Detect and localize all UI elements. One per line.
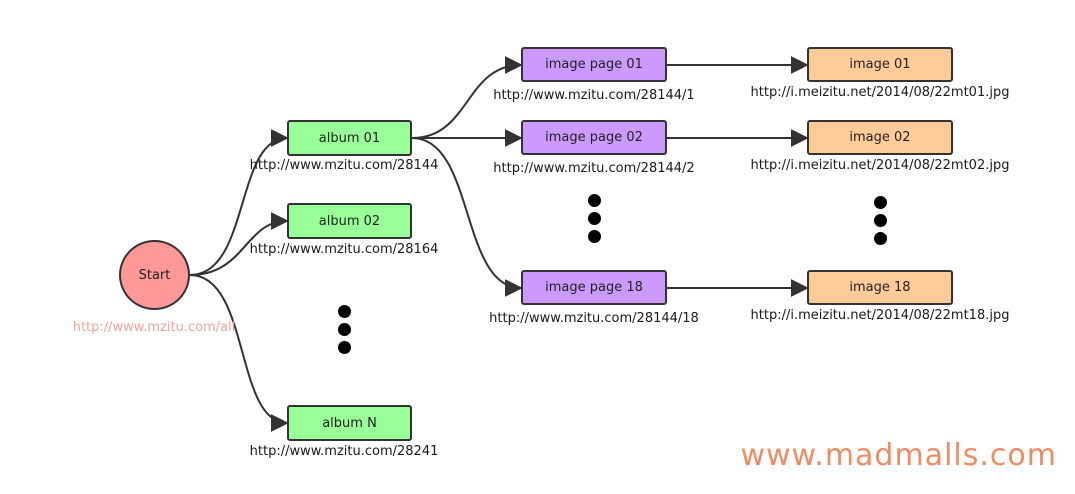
image-node-01: image 01 [807,47,953,82]
image-url: http://i.meizitu.net/2014/08/22mt02.jpg [750,158,1010,173]
image-label: image 02 [849,130,911,145]
image-node-02: image 02 [807,120,953,155]
image-page-label: image page 02 [545,130,643,145]
start-url: http://www.mzitu.com/all [72,320,236,335]
album-url: http://www.mzitu.com/28144 [249,158,439,173]
album-node-02: album 02 [287,203,412,239]
image-url: http://i.meizitu.net/2014/08/22mt18.jpg [750,308,1010,323]
ellipsis-dot [588,212,601,225]
image-page-label: image page 01 [545,57,643,72]
album-label: album N [322,415,377,431]
image-page-node-02: image page 02 [521,120,667,155]
ellipsis-dot [338,341,351,354]
album-url: http://www.mzitu.com/28164 [249,242,439,257]
ellipsis-dot [588,230,601,243]
image-label: image 18 [849,280,911,295]
image-page-url: http://www.mzitu.com/28144/2 [493,161,695,176]
edge-album-01-page-01 [411,56,523,139]
watermark-text: www.madmalls.com [740,438,1057,473]
image-page-node-01: image page 01 [521,47,667,82]
image-page-node-18: image page 18 [521,270,667,305]
start-label: Start [138,267,171,283]
image-node-18: image 18 [807,270,953,305]
album-node-n: album N [287,405,412,441]
image-label: image 01 [849,57,911,72]
album-node-01: album 01 [287,120,412,156]
album-url: http://www.mzitu.com/28241 [249,444,439,459]
edge-start-album-02 [189,212,289,276]
ellipsis-dot [588,194,601,207]
album-label: album 01 [318,130,381,146]
ellipsis-dot [874,214,887,227]
image-page-label: image page 18 [545,280,643,295]
ellipsis-dot [338,323,351,336]
start-node: Start [119,240,190,310]
album-label: album 02 [318,213,381,229]
image-page-url: http://www.mzitu.com/28144/18 [489,311,699,326]
ellipsis-dot [874,232,887,245]
edge-start-album-n [189,274,289,432]
ellipsis-dot [874,196,887,209]
edge-start-album-01 [189,129,289,276]
image-url: http://i.meizitu.net/2014/08/22mt01.jpg [750,85,1010,100]
ellipsis-dot [338,305,351,318]
edge-album-01-page-18 [411,137,523,297]
image-page-url: http://www.mzitu.com/28144/1 [493,88,695,103]
